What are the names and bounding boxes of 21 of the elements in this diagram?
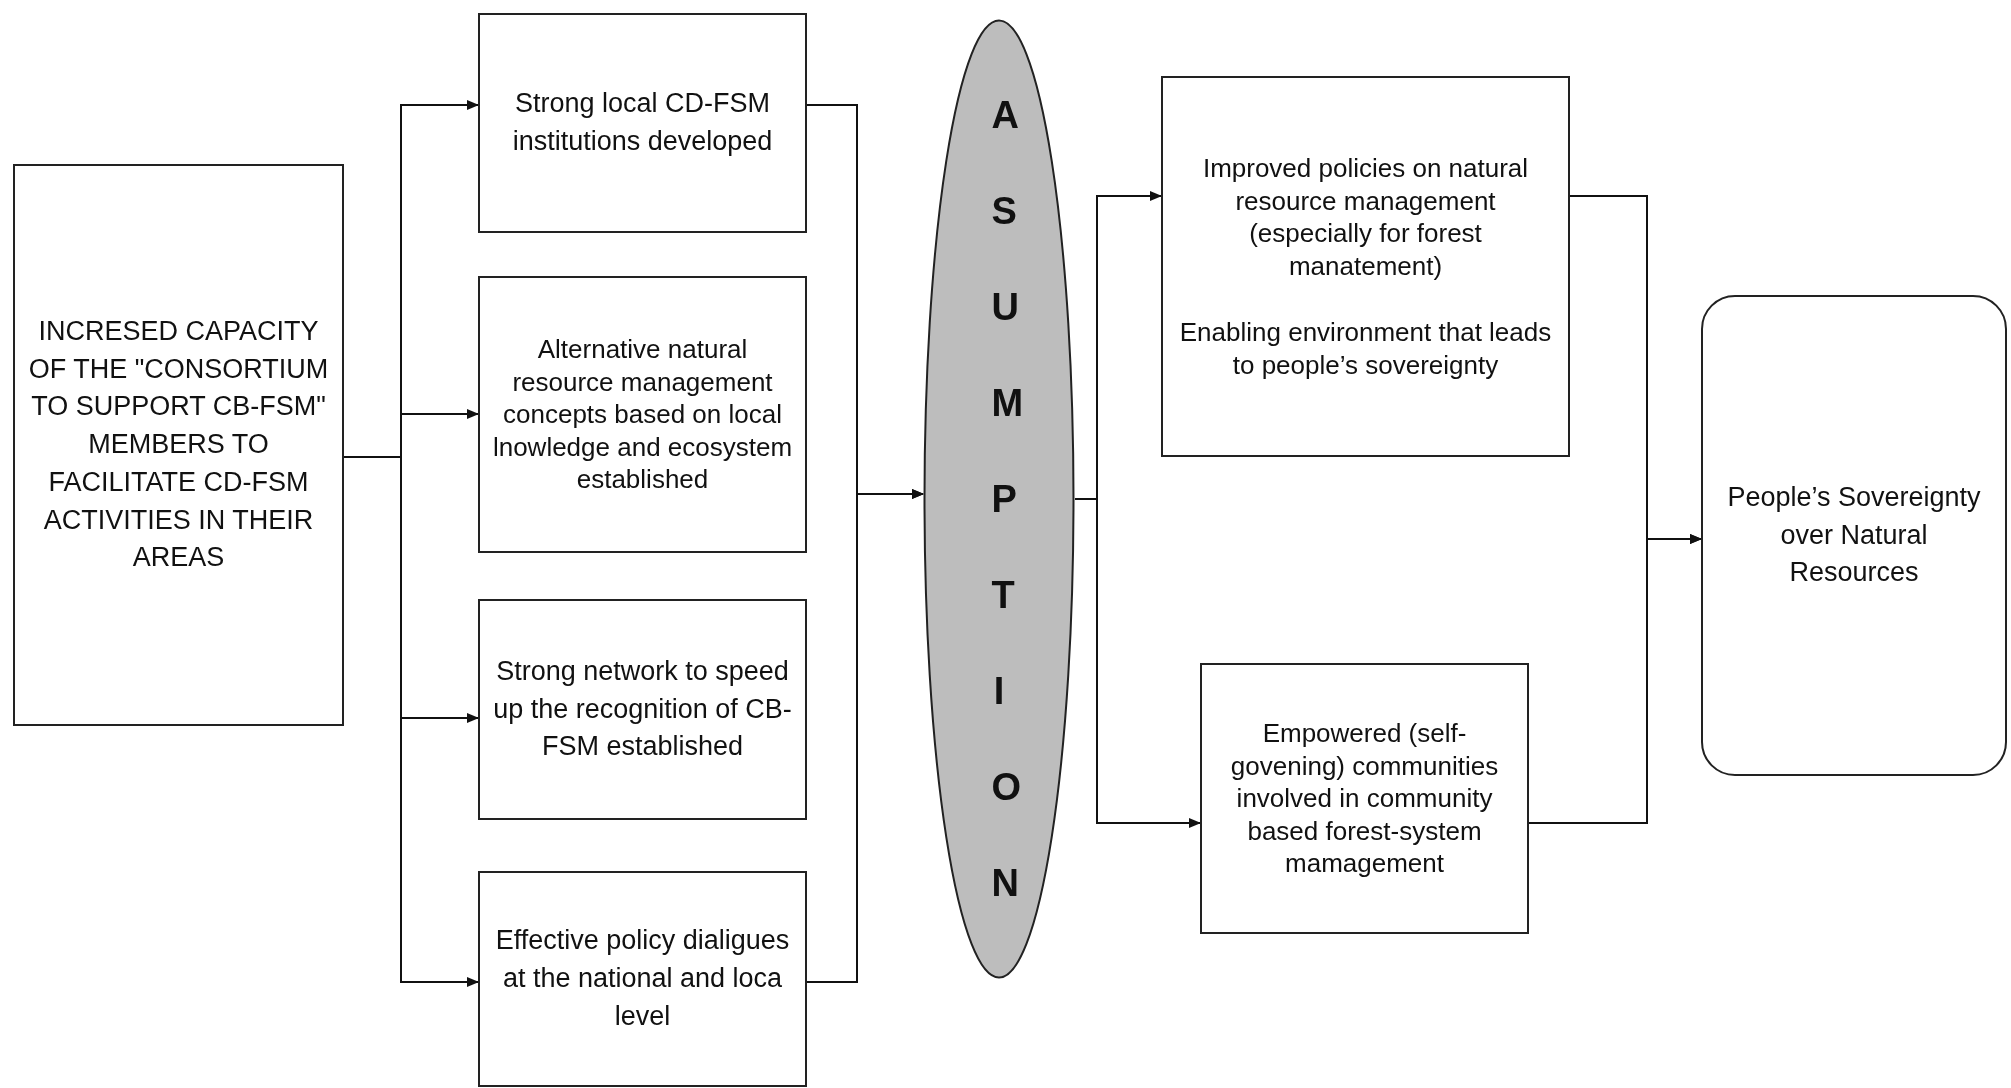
process-box	[478, 871, 807, 1087]
box-text: Effective policy dialigues at the national and loca level	[494, 924, 791, 1033]
arrow	[806, 489, 924, 983]
box-text: INCRESED CAPACITY OF THE "CONSORTIUM TO SUPPORT CB-FSM" MEMBERS TO FACILITATE CD-FSM ACTIVITIES IN THEIR AREAS	[27, 314, 330, 575]
process-box	[478, 276, 807, 553]
box-text: People’s Sovereignty over Natural Resources	[1726, 480, 1982, 590]
vertical-label: ASUMPTION	[990, 93, 1045, 906]
box-text: Alternative natural resource management concepts based on local lnowledge and ecosystem established	[491, 333, 794, 496]
process-box	[478, 599, 807, 820]
outcome-box	[1701, 295, 2007, 776]
arrow	[1528, 534, 1702, 824]
process-box	[1161, 76, 1570, 457]
process-box	[478, 13, 807, 233]
box-text: Improved policies on natural resource management (especially for forest manatement)	[1201, 152, 1530, 282]
box-text: Empowered (self-govening) communities involved in community based forest-system mamagement	[1229, 717, 1500, 880]
assumption-ellipse	[923, 19, 1075, 979]
process-box	[13, 164, 344, 726]
process-box	[1200, 663, 1529, 934]
box-text: Strong local CD-FSM institutions developed	[511, 87, 774, 158]
box-text: Enabling environment that leads to people’s sovereignty	[1178, 316, 1553, 381]
box-text: Strong network to speed up the recognition of CB-FSM established	[492, 654, 793, 764]
